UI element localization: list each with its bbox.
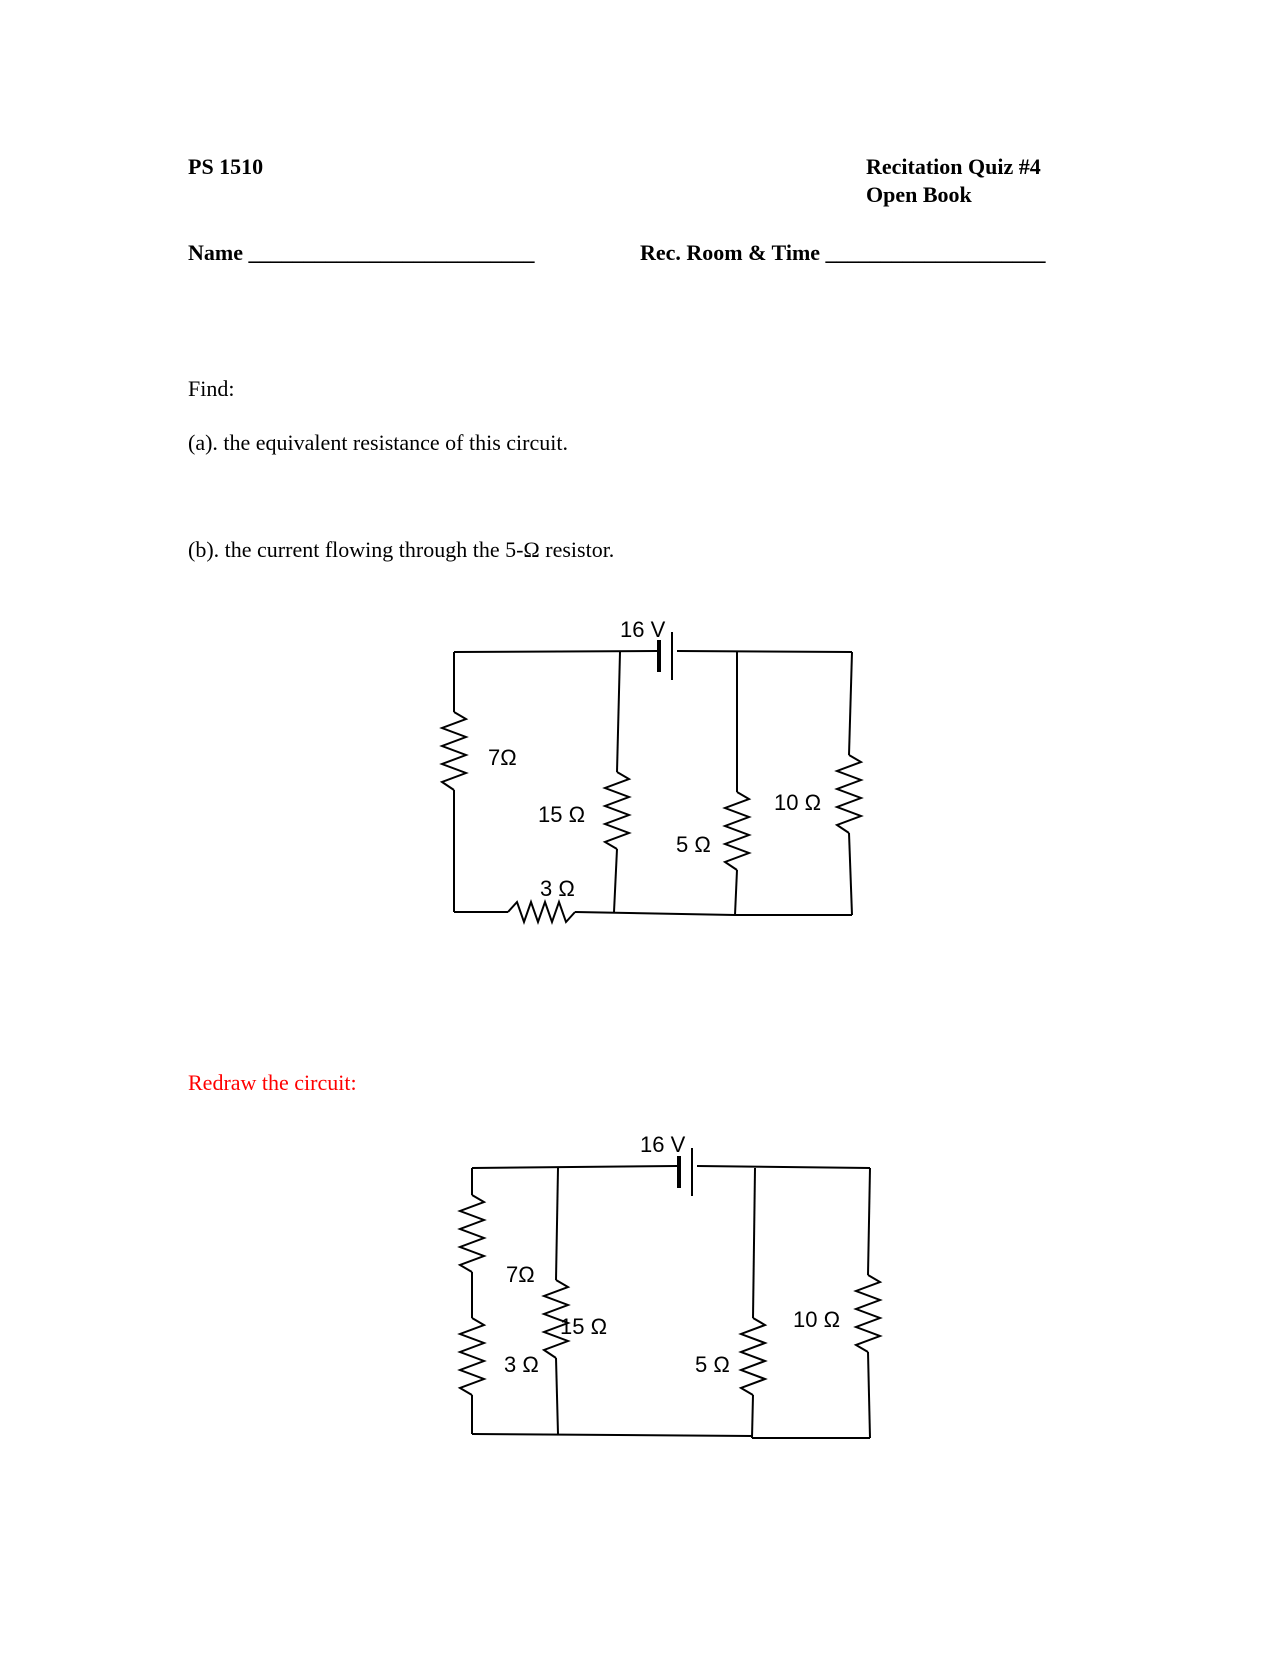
course-code: PS 1510	[188, 154, 264, 179]
redraw-wire-5-top	[752, 1167, 756, 1319]
redraw-battery-symbol	[677, 1148, 693, 1196]
redraw-resistor-3-ohm	[457, 1317, 487, 1396]
wire-15-bottom	[613, 848, 618, 913]
redraw-label-3-ohm: 3 Ω	[504, 1352, 539, 1377]
redraw-resistor-7-ohm	[457, 1194, 487, 1273]
resistor-10-ohm	[834, 754, 864, 834]
label-5-ohm: 5 Ω	[676, 832, 711, 857]
redraw-wire-10-top	[867, 1167, 871, 1276]
room-time-field-label: Rec. Room & Time ____________________	[640, 240, 1046, 265]
quiz-title: Recitation Quiz #4	[866, 154, 1041, 179]
wire-10-top	[848, 651, 853, 756]
redraw-wire-15-top	[555, 1167, 559, 1281]
name-field-label: Name __________________________	[188, 240, 535, 265]
redraw-label-7-ohm: 7Ω	[506, 1262, 535, 1287]
redraw-wire-bottom-left	[471, 1433, 753, 1437]
question-a: (a). the equivalent resistance of this c…	[188, 430, 568, 455]
battery-label: 16 V	[620, 617, 666, 642]
circuit-redrawn: 16 V 7Ω 3 Ω 15 Ω 5 Ω 10 Ω	[457, 1132, 883, 1439]
redraw-wire-5-bottom	[751, 1394, 754, 1439]
label-10-ohm: 10 Ω	[774, 790, 821, 815]
wire-5-bottom	[734, 869, 738, 916]
redraw-label: Redraw the circuit:	[188, 1070, 357, 1095]
wire-top-left	[453, 650, 658, 653]
label-3-ohm: 3 Ω	[540, 876, 575, 901]
find-label: Find:	[188, 376, 235, 401]
redraw-label-5-ohm: 5 Ω	[695, 1352, 730, 1377]
label-15-ohm: 15 Ω	[538, 802, 585, 827]
redraw-label-10-ohm: 10 Ω	[793, 1307, 840, 1332]
redraw-resistor-5-ohm	[738, 1317, 768, 1396]
redraw-battery-label: 16 V	[640, 1132, 686, 1157]
resistor-5-ohm	[722, 791, 752, 871]
redraw-resistor-15-ohm	[541, 1279, 571, 1359]
question-b: (b). the current flowing through the 5-Ω…	[188, 537, 615, 562]
redraw-wire-15-bottom	[555, 1357, 559, 1435]
circuit-original: 16 V 7Ω 3 Ω 15 Ω 5 Ω 10 Ω	[439, 617, 864, 926]
redraw-wire-10-bottom	[867, 1351, 871, 1439]
wire-10-bottom	[848, 832, 853, 916]
resistor-7-ohm	[439, 711, 469, 791]
resistor-3-ohm	[507, 898, 576, 926]
redraw-wire-top-left	[471, 1165, 678, 1169]
wire-top-right	[676, 650, 853, 653]
label-7-ohm: 7Ω	[488, 745, 517, 770]
redraw-label-15-ohm: 15 Ω	[560, 1314, 607, 1339]
redraw-resistor-10-ohm	[853, 1274, 883, 1353]
redraw-wire-top-right	[696, 1165, 871, 1169]
wire-15-top	[616, 651, 621, 773]
battery-symbol	[657, 632, 673, 680]
wire-bottom-mid	[574, 911, 736, 916]
quiz-subtitle: Open Book	[866, 182, 972, 207]
resistor-15-ohm	[602, 771, 632, 850]
